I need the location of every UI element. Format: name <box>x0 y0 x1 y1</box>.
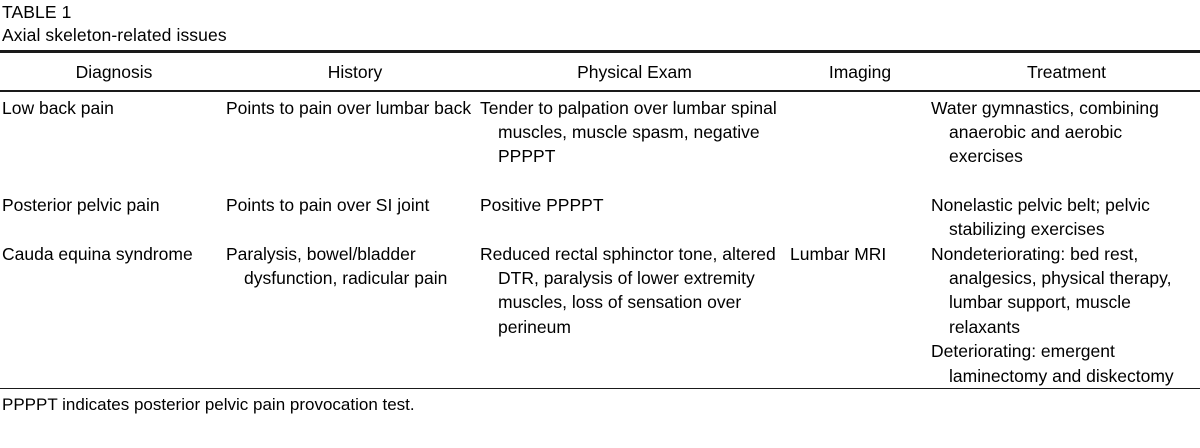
table-bottom-rule <box>0 387 1200 390</box>
table-row: Paralysis, bowel/bladder dysfunction, ra… <box>226 242 480 364</box>
column-header-diagnosis: Diagnosis <box>75 61 153 82</box>
cell-diagnosis-3: Cauda equina syndrome <box>2 243 193 264</box>
table-column-history: Points to pain over lumbar back Points t… <box>226 96 480 388</box>
table-column-imaging: Lumbar MRI <box>785 96 931 388</box>
table-row: Points to pain over lumbar back <box>226 96 480 193</box>
table-row: Lumbar MRI <box>790 242 931 364</box>
table-row <box>790 193 931 242</box>
table-number-label: TABLE 1 <box>2 2 72 22</box>
cell-physical-exam-3: Reduced rectal sphinctor tone, altered D… <box>480 243 776 337</box>
cell-diagnosis-1: Low back pain <box>2 97 114 118</box>
cell-history-1: Points to pain over lumbar back <box>226 97 472 118</box>
cell-history-3: Paralysis, bowel/bladder dysfunction, ra… <box>226 243 448 288</box>
table-body: Low back pain Posterior pelvic pain Caud… <box>0 92 1200 388</box>
table-row: Posterior pelvic pain <box>2 193 226 242</box>
table-title: Axial skeleton-related issues <box>2 25 227 45</box>
cell-history-2: Points to pain over SI joint <box>226 194 430 215</box>
table-row: Nonelastic pelvic belt; pelvic stabilizi… <box>931 193 1198 242</box>
table-column-diagnosis: Low back pain Posterior pelvic pain Caud… <box>0 96 226 388</box>
cell-physical-exam-2: Positive PPPPT <box>480 194 604 215</box>
table-row: Water gymnastics, combining anaerobic an… <box>931 96 1198 193</box>
table-header-rule <box>0 90 1200 92</box>
table-row: Positive PPPPT <box>480 193 785 242</box>
table-row: Cauda equina syndrome <box>2 242 226 364</box>
cell-treatment-3-deteriorating: Deteriorating: emergent laminectomy and … <box>931 341 1174 386</box>
cell-diagnosis-2: Posterior pelvic pain <box>2 194 160 215</box>
table-caption: TABLE 1 Axial skeleton-related issues <box>0 0 1200 47</box>
table-footnote: PPPPT indicates posterior pelvic pain pr… <box>2 395 415 415</box>
column-header-treatment: Treatment <box>1026 61 1107 82</box>
table-row: Tender to palpation over lumbar spinal m… <box>480 96 785 193</box>
table-header-row: Diagnosis History Physical Exam Imaging … <box>0 53 1200 90</box>
table-column-physical-exam: Tender to palpation over lumbar spinal m… <box>480 96 785 388</box>
table-row: Points to pain over SI joint <box>226 193 480 242</box>
cell-physical-exam-1: Tender to palpation over lumbar spinal m… <box>480 97 777 167</box>
cell-treatment-3-nondeteriorating: Nondeteriorating: bed rest, analgesics, … <box>931 243 1172 337</box>
table-row: Low back pain <box>2 96 226 193</box>
cell-treatment-2: Nonelastic pelvic belt; pelvic stabilizi… <box>931 194 1150 239</box>
table-row: Reduced rectal sphinctor tone, altered D… <box>480 242 785 364</box>
column-header-imaging: Imaging <box>828 61 892 82</box>
table-top-rule <box>0 50 1200 53</box>
cell-treatment-1: Water gymnastics, combining anaerobic an… <box>931 97 1159 167</box>
table-row <box>790 96 931 193</box>
cell-imaging-3: Lumbar MRI <box>790 243 887 264</box>
table-column-treatment: Water gymnastics, combining anaerobic an… <box>931 96 1198 388</box>
table-row: Nondeteriorating: bed rest, analgesics, … <box>931 242 1198 388</box>
column-header-physical-exam: Physical Exam <box>577 61 692 82</box>
column-header-history: History <box>327 61 383 82</box>
